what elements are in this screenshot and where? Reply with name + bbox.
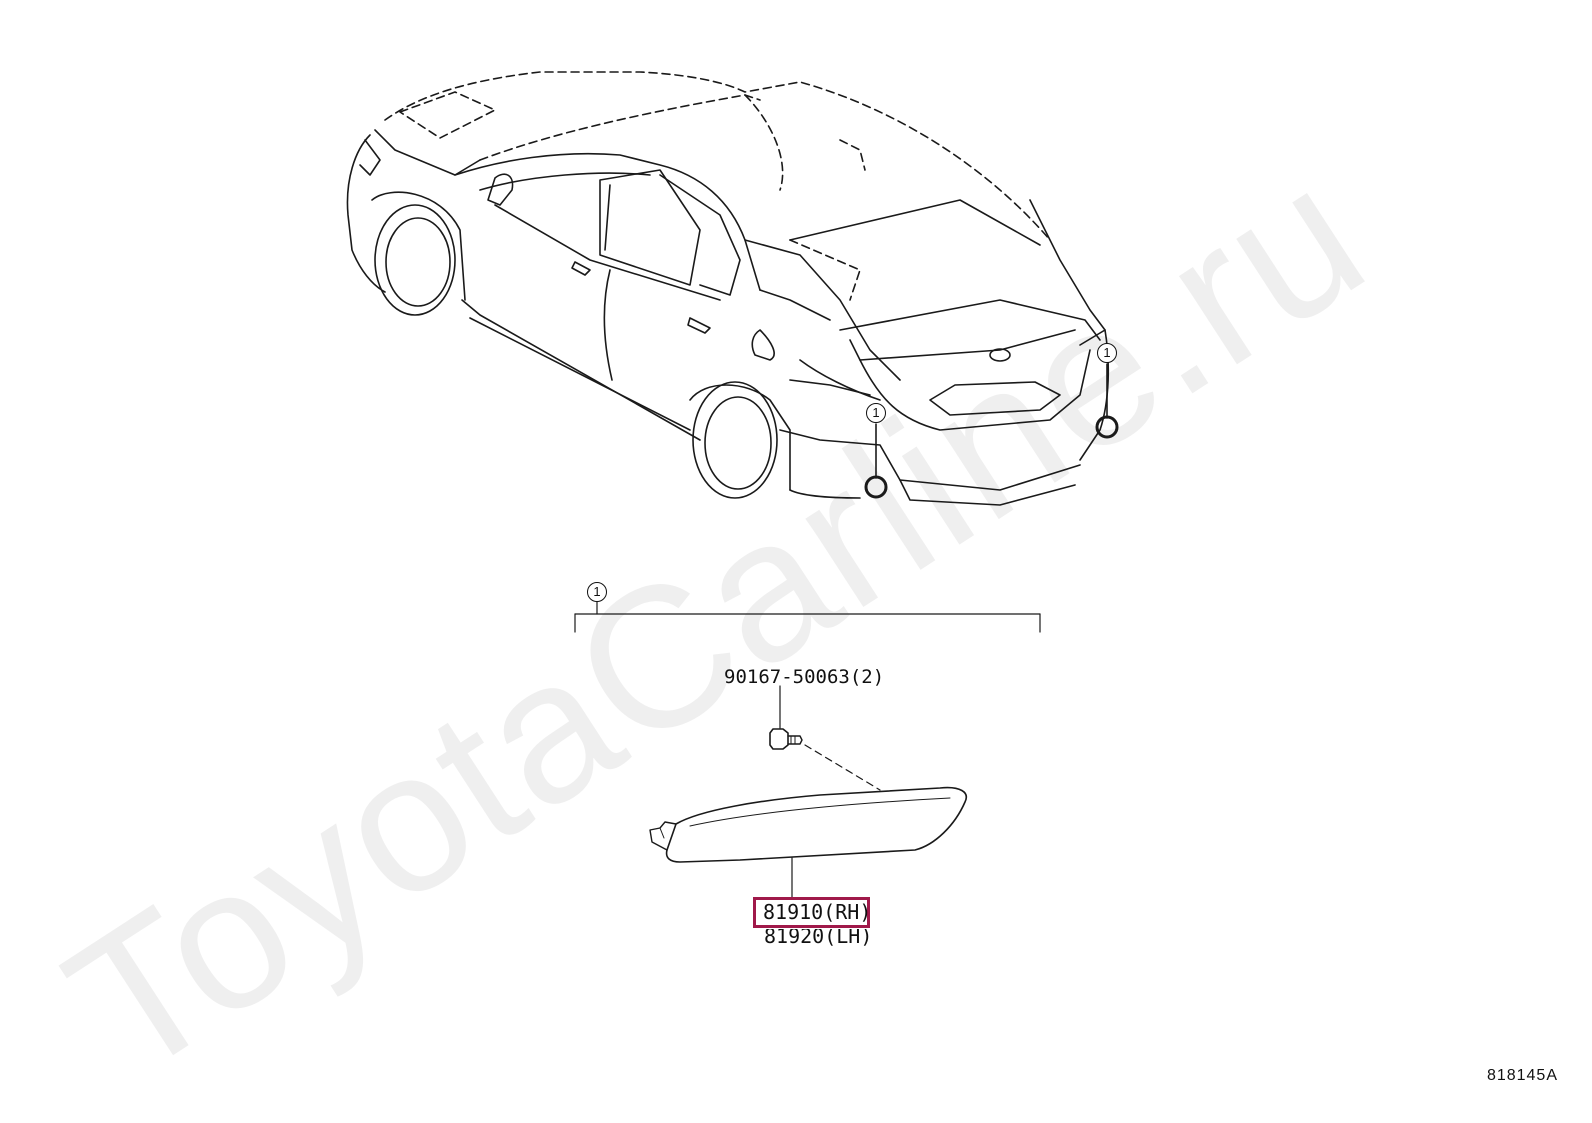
group-callout: 1 bbox=[587, 582, 607, 602]
rear-right-callout: 1 bbox=[1097, 343, 1117, 363]
group-bracket bbox=[574, 601, 1041, 633]
rear-left-callout: 1 bbox=[866, 403, 886, 423]
bolt-part bbox=[769, 685, 881, 791]
car-illustration bbox=[346, 71, 1110, 506]
reflector-lh-part-number[interactable]: 81920(LH) bbox=[764, 924, 873, 948]
reflector-part bbox=[649, 786, 967, 899]
bolt-part-number[interactable]: 90167-50063(2) bbox=[724, 666, 885, 688]
reflector-location-markers bbox=[864, 363, 1119, 499]
diagram-id: 818145A bbox=[1486, 1067, 1558, 1084]
reflector-rh-part-number[interactable]: 81910(RH) bbox=[753, 897, 871, 928]
parts-diagram bbox=[346, 71, 1119, 899]
